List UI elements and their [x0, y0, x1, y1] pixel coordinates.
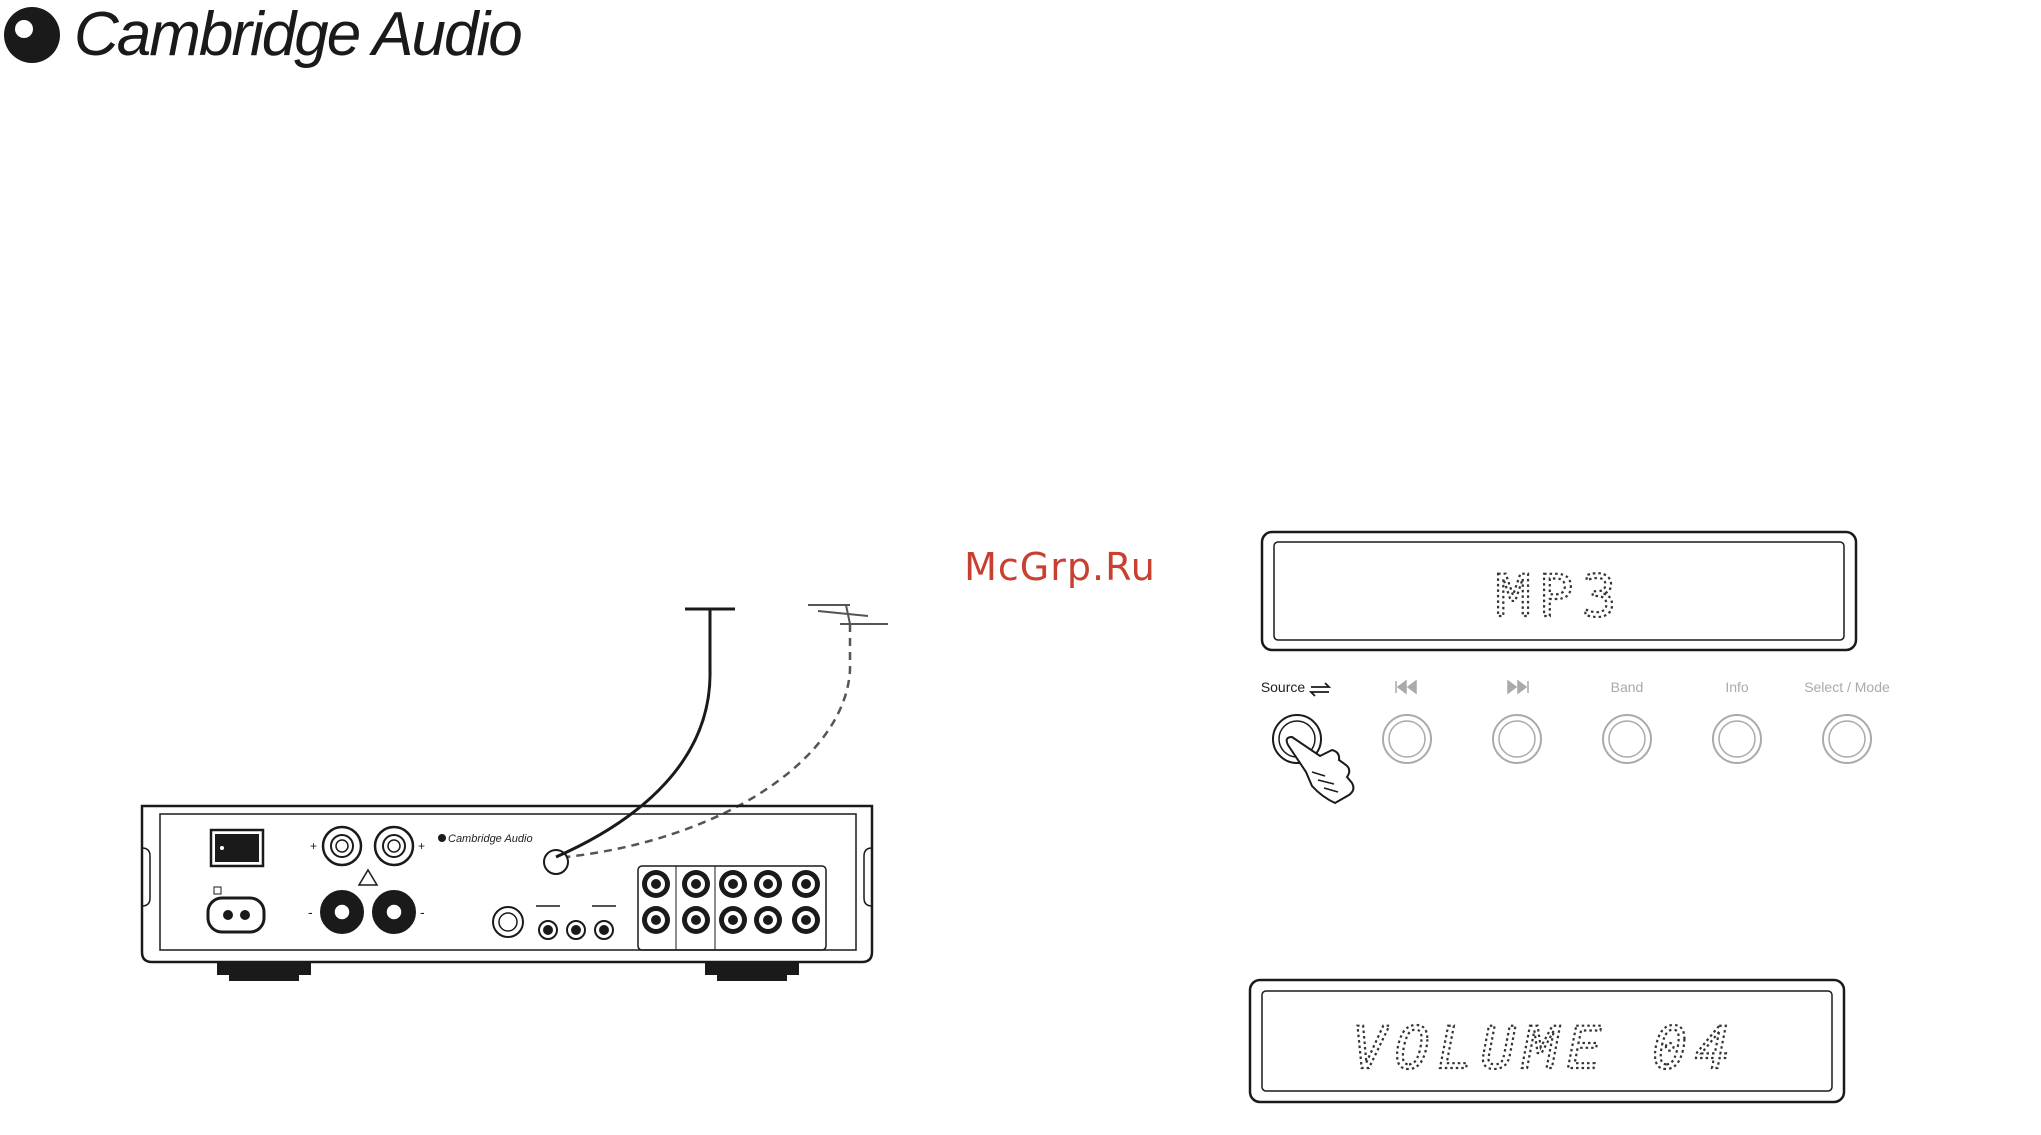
rca-socket-pin: [728, 879, 738, 889]
display-top: MP3: [1262, 532, 1856, 650]
rca-socket-pin: [691, 915, 701, 925]
button-label: Source: [1261, 679, 1306, 695]
button-ring[interactable]: [1823, 715, 1871, 763]
display-top-text: MP3: [1496, 562, 1625, 630]
rca-socket-pin: [763, 915, 773, 925]
button-label: Info: [1725, 679, 1749, 695]
button-face[interactable]: [1829, 721, 1865, 757]
rca-socket-pin: [763, 879, 773, 889]
button-face[interactable]: [1499, 721, 1535, 757]
rca-socket-pin: [691, 879, 701, 889]
rca-socket-pin: [651, 915, 661, 925]
mini-logo-icon: [438, 834, 446, 842]
svg-text:-: -: [308, 904, 313, 920]
repeat-icon: [1311, 683, 1329, 696]
svg-text:-: -: [420, 904, 425, 920]
skip-back-icon: [1396, 681, 1416, 693]
mains-socket: [208, 898, 264, 932]
fm-antenna-icon: [556, 609, 735, 857]
svg-text:+: +: [310, 839, 317, 853]
display-bottom: VOLUME 04: [1250, 980, 1844, 1102]
front-button-2[interactable]: [1383, 681, 1431, 763]
button-ring[interactable]: [1493, 715, 1541, 763]
rca-socket-pin: [728, 915, 738, 925]
button-label: Band: [1611, 679, 1644, 695]
rca-socket-pin: [651, 879, 661, 889]
button-ring[interactable]: [1383, 715, 1431, 763]
display-bottom-text: VOLUME 04: [1352, 1014, 1738, 1082]
button-face[interactable]: [1609, 721, 1645, 757]
button-label: Select / Mode: [1804, 679, 1890, 695]
button-ring[interactable]: [1603, 715, 1651, 763]
front-button-5[interactable]: Info: [1713, 679, 1761, 763]
front-button-3[interactable]: [1493, 681, 1541, 763]
external-antenna-icon: [566, 605, 888, 857]
button-ring[interactable]: [1713, 715, 1761, 763]
button-face[interactable]: [1389, 721, 1425, 757]
skip-forward-icon: [1508, 681, 1528, 693]
front-button-6[interactable]: Select / Mode: [1804, 679, 1890, 763]
svg-text:+: +: [418, 839, 425, 853]
front-button-4[interactable]: Band: [1603, 679, 1651, 763]
rca-socket-pin: [801, 915, 811, 925]
rear-panel-brand: Cambridge Audio: [448, 833, 533, 845]
rca-sockets: [642, 870, 820, 934]
button-face[interactable]: [1719, 721, 1755, 757]
rca-socket-pin: [801, 879, 811, 889]
front-panel-buttons: Source Band Info Select / Mode: [1261, 679, 1890, 763]
